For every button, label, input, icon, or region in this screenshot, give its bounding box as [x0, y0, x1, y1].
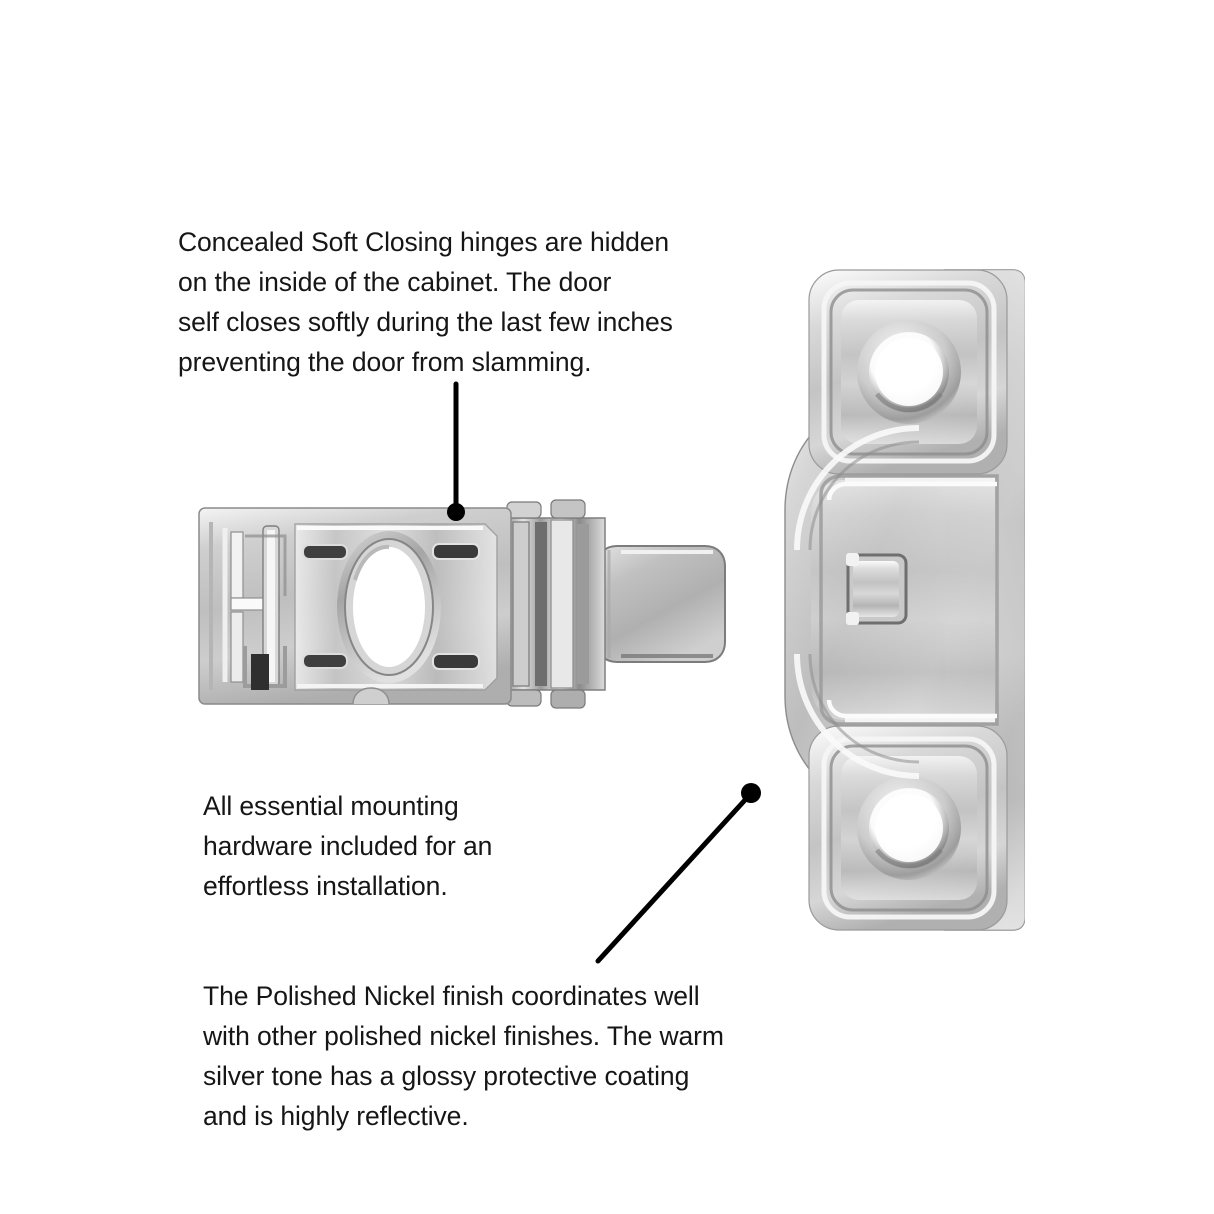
hinge-cup-baseplate — [784, 269, 1026, 931]
hinge-arm-pin-top-left — [506, 501, 542, 519]
baseplate-lobe-highlight-bottom — [794, 653, 920, 779]
baseplate-lobe-highlight-top — [794, 425, 920, 551]
baseplate-rect-slot-inner — [853, 561, 899, 617]
product-image-cabinet-hinge — [185, 250, 1026, 950]
screw-tab-bottom — [808, 725, 1008, 931]
screw-hole-bottom-bore — [875, 794, 943, 862]
clip-vertical-bar-highlight — [267, 530, 275, 682]
hinge-arm-rib-3 — [550, 519, 574, 689]
screw-tab-top-emboss-shadow — [829, 288, 989, 456]
baseplate-lobe-shadow-top — [808, 440, 920, 551]
clip-upper-hook — [245, 534, 287, 596]
screw-tab-top-emboss-highlight — [821, 280, 997, 464]
baseplate-inner-recess-highlight-top — [826, 481, 997, 501]
screw-hole-bottom-shadow-arc — [875, 848, 943, 869]
baseplate-inner-recess-highlight-bottom — [826, 699, 997, 719]
callout-soft-close-text: Concealed Soft Closing hinges are hidden… — [178, 227, 673, 377]
stamped-slot-bottom-left — [302, 653, 348, 669]
oval-slot-inner-shade — [353, 544, 390, 581]
mounting-plate-bottom-nub — [352, 687, 390, 705]
clip-lower-slot — [251, 654, 269, 690]
hinge-illustration — [198, 269, 1026, 931]
mounting-plate-clip-detail — [209, 522, 287, 690]
oval-slot-opening — [353, 547, 425, 667]
callout-hardware-text: All essential mounting hardware included… — [203, 791, 493, 901]
screw-tab-bottom-emboss-shadow — [829, 744, 989, 912]
baseplate-inner-recess-outline — [819, 474, 999, 726]
screw-tab-top — [808, 269, 1008, 475]
hinge-arm-rib-4 — [577, 524, 589, 684]
screw-hole-top-bore — [875, 338, 943, 406]
mounting-plate-stamped-slots — [302, 543, 480, 670]
screw-tab-bottom-emboss-highlight — [821, 736, 997, 920]
hinge-arm-rib-2 — [535, 522, 547, 686]
hinge-arm-pin-top-right — [550, 499, 586, 519]
baseplate-rect-slot — [846, 553, 908, 625]
callout-finish-text: The Polished Nickel finish coordinates w… — [203, 981, 724, 1131]
hinge-arm-pin-bottom-left — [506, 689, 542, 707]
clip-h-left-upper — [230, 531, 244, 599]
screw-hole-top-shadow-arc — [875, 392, 943, 413]
baseplate-rect-slot-corner-tl — [846, 553, 859, 566]
baseplate-inner-recess — [819, 474, 999, 726]
baseplate-rect-slot-corner-bl — [846, 612, 859, 625]
stamped-slot-top-left — [302, 544, 348, 560]
baseplate-lobe-shadow-bottom — [808, 653, 920, 764]
mounting-plate — [198, 507, 512, 705]
damper-body — [596, 545, 726, 663]
hinge-arm — [504, 499, 606, 709]
clip-h-left-lower — [230, 611, 244, 683]
hinge-arm-pin-bottom-right — [550, 689, 586, 709]
stamped-slot-top-right — [432, 543, 480, 560]
stamped-slot-bottom-right — [432, 653, 480, 670]
hinge-arm-rib-1 — [512, 521, 530, 687]
